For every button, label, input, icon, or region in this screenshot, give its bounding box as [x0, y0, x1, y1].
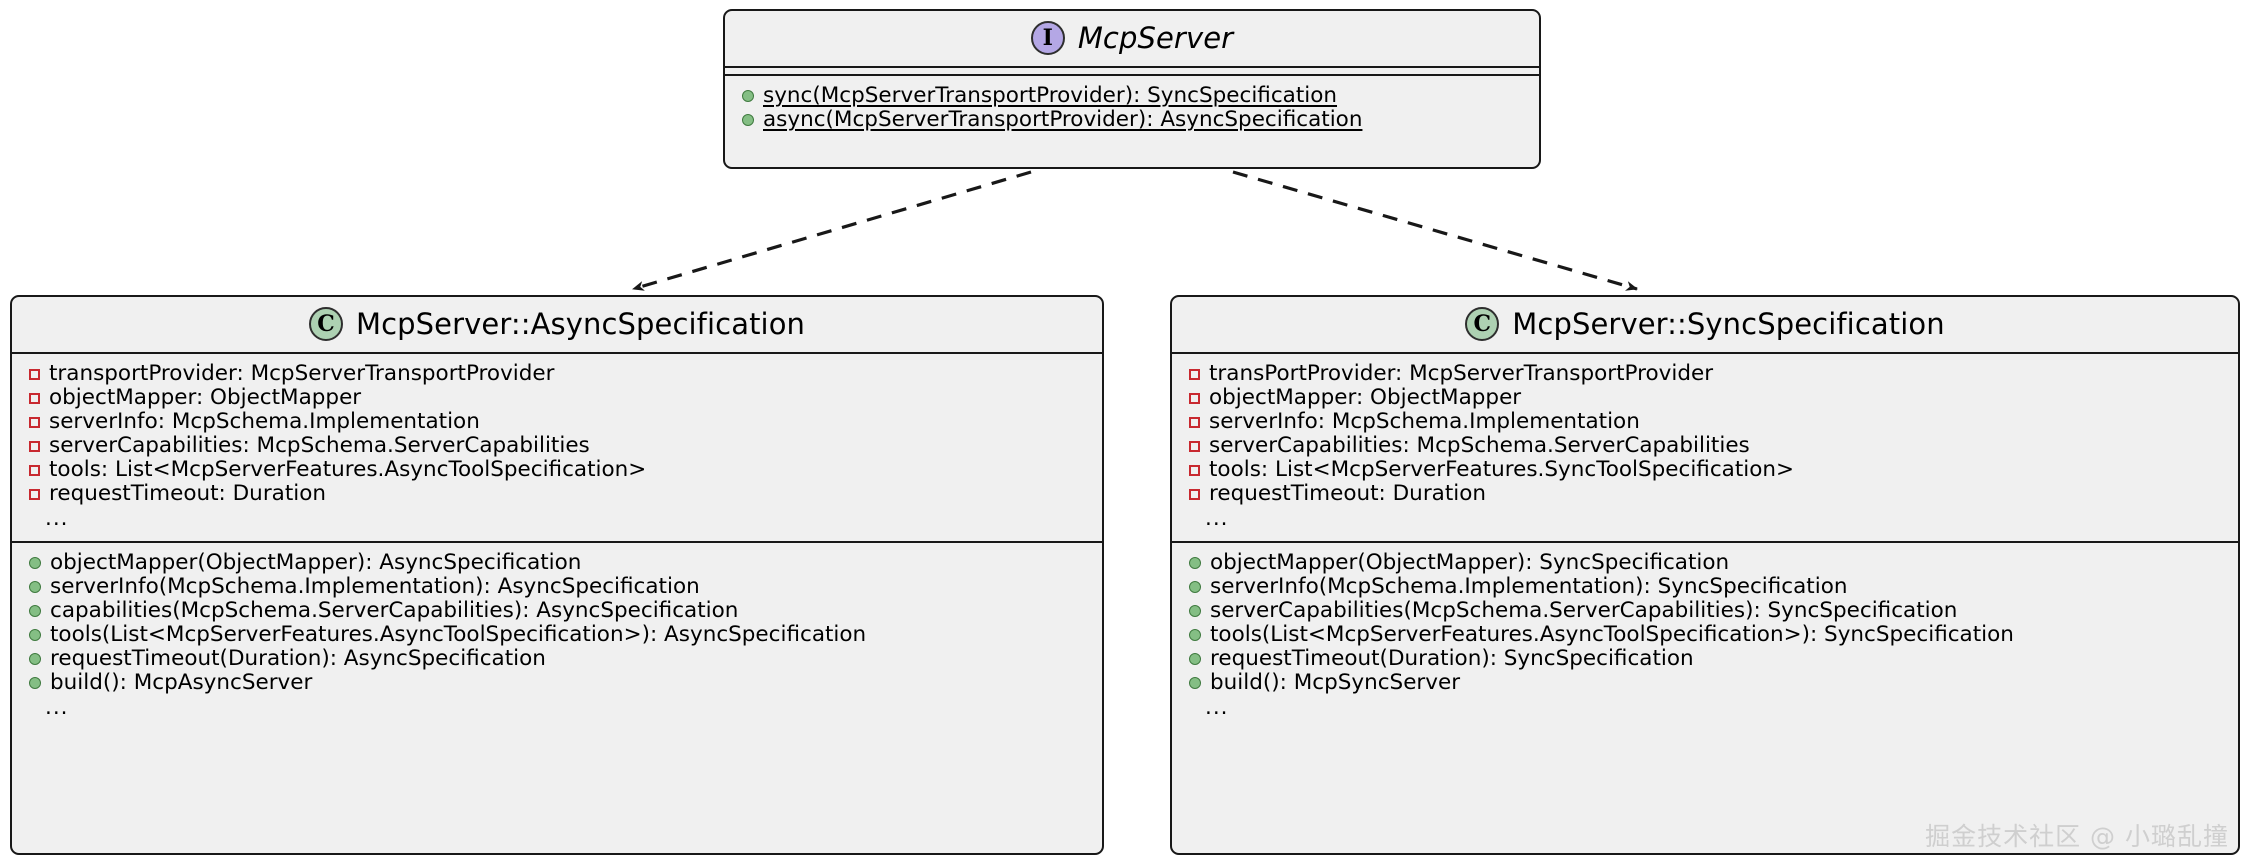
- method-row[interactable]: capabilities(McpSchema.ServerCapabilitie…: [12, 599, 1102, 623]
- method-row[interactable]: serverCapabilities(McpSchema.ServerCapab…: [1172, 599, 2238, 623]
- public-marker-icon: [1189, 653, 1201, 665]
- attribute-row[interactable]: objectMapper: ObjectMapper: [12, 386, 1102, 410]
- attribute-row[interactable]: transportProvider: McpServerTransportPro…: [12, 362, 1102, 386]
- interface-badge-icon: I: [1030, 21, 1065, 55]
- private-marker-icon: [1189, 416, 1200, 428]
- interface-method-sync[interactable]: sync(McpServerTransportProvider): SyncSp…: [725, 84, 1539, 108]
- private-marker-icon: [29, 440, 40, 452]
- edge-interface-to-sync: [1232, 170, 1638, 291]
- public-marker-icon: [742, 90, 754, 102]
- method-row[interactable]: serverInfo(McpSchema.Implementation): Sy…: [1172, 575, 2238, 599]
- method-row[interactable]: build(): McpAsyncServer: [12, 671, 1102, 695]
- attribute-row[interactable]: tools: List<McpServerFeatures.SyncToolSp…: [1172, 458, 2238, 482]
- sync-attributes-compartment: transPortProvider: McpServerTransportPro…: [1172, 354, 2238, 541]
- private-marker-icon: [1189, 440, 1200, 452]
- private-marker-icon: [29, 488, 40, 500]
- attribute-row[interactable]: serverCapabilities: McpSchema.ServerCapa…: [1172, 434, 2238, 458]
- public-marker-icon: [1189, 581, 1201, 593]
- async-attributes-compartment: transportProvider: McpServerTransportPro…: [12, 354, 1102, 541]
- private-marker-icon: [1189, 488, 1200, 500]
- method-row[interactable]: tools(List<McpServerFeatures.AsyncToolSp…: [12, 623, 1102, 647]
- public-marker-icon: [29, 653, 41, 665]
- attributes-divider: [12, 541, 1102, 543]
- methods-overflow-ellipsis: ...: [1205, 695, 1229, 720]
- method-row[interactable]: build(): McpSyncServer: [1172, 671, 2238, 695]
- header-divider: [12, 352, 1102, 354]
- method-row[interactable]: requestTimeout(Duration): AsyncSpecifica…: [12, 647, 1102, 671]
- public-marker-icon: [1189, 677, 1201, 689]
- method-row[interactable]: requestTimeout(Duration): SyncSpecificat…: [1172, 647, 2238, 671]
- public-marker-icon: [1189, 557, 1201, 569]
- private-marker-icon: [1189, 368, 1200, 380]
- private-marker-icon: [29, 464, 40, 476]
- attributes-divider: [1172, 541, 2238, 543]
- attribute-row[interactable]: serverInfo: McpSchema.Implementation: [1172, 410, 2238, 434]
- async-class-title: McpServer::AsyncSpecification: [355, 307, 806, 341]
- attribute-row[interactable]: objectMapper: ObjectMapper: [1172, 386, 2238, 410]
- method-row[interactable]: objectMapper(ObjectMapper): AsyncSpecifi…: [12, 551, 1102, 575]
- method-row[interactable]: serverInfo(McpSchema.Implementation): As…: [12, 575, 1102, 599]
- private-marker-icon: [1189, 392, 1200, 404]
- sync-class-header: C McpServer::SyncSpecification: [1172, 297, 2238, 352]
- private-marker-icon: [1189, 464, 1200, 476]
- interface-title: McpServer: [1077, 21, 1234, 55]
- method-row[interactable]: objectMapper(ObjectMapper): SyncSpecific…: [1172, 551, 2238, 575]
- uml-node-async-specification[interactable]: C McpServer::AsyncSpecification transpor…: [10, 295, 1104, 855]
- public-marker-icon: [29, 605, 41, 617]
- edge-interface-to-async: [632, 170, 1032, 291]
- attributes-divider: [725, 74, 1539, 76]
- header-divider: [725, 66, 1539, 68]
- attributes-overflow-ellipsis: ...: [1205, 506, 1229, 531]
- sync-class-title: McpServer::SyncSpecification: [1512, 307, 1945, 341]
- class-badge-icon: C: [308, 307, 343, 341]
- public-marker-icon: [1189, 605, 1201, 617]
- sync-methods-compartment: objectMapper(ObjectMapper): SyncSpecific…: [1172, 543, 2238, 730]
- attribute-row[interactable]: serverInfo: McpSchema.Implementation: [12, 410, 1102, 434]
- private-marker-icon: [29, 368, 40, 380]
- private-marker-icon: [29, 416, 40, 428]
- attribute-row[interactable]: tools: List<McpServerFeatures.AsyncToolS…: [12, 458, 1102, 482]
- class-badge-icon: C: [1465, 307, 1500, 341]
- header-divider: [1172, 352, 2238, 354]
- attribute-row[interactable]: requestTimeout: Duration: [1172, 482, 2238, 506]
- interface-methods-compartment: sync(McpServerTransportProvider): SyncSp…: [725, 76, 1539, 141]
- attribute-row[interactable]: serverCapabilities: McpSchema.ServerCapa…: [12, 434, 1102, 458]
- attribute-row[interactable]: transPortProvider: McpServerTransportPro…: [1172, 362, 2238, 386]
- attribute-row[interactable]: requestTimeout: Duration: [12, 482, 1102, 506]
- private-marker-icon: [29, 392, 40, 404]
- watermark: 掘金技术社区 @ 小璐乱撞: [1925, 822, 2229, 851]
- uml-node-mcpserver-interface[interactable]: I McpServer sync(McpServerTransportProvi…: [723, 9, 1541, 169]
- public-marker-icon: [29, 581, 41, 593]
- public-marker-icon: [29, 677, 41, 689]
- uml-node-sync-specification[interactable]: C McpServer::SyncSpecification transPort…: [1170, 295, 2240, 855]
- public-marker-icon: [742, 114, 754, 126]
- async-methods-compartment: objectMapper(ObjectMapper): AsyncSpecifi…: [12, 543, 1102, 730]
- interface-method-async[interactable]: async(McpServerTransportProvider): Async…: [725, 108, 1539, 132]
- methods-overflow-ellipsis: ...: [45, 695, 69, 720]
- public-marker-icon: [29, 629, 41, 641]
- method-row[interactable]: tools(List<McpServerFeatures.AsyncToolSp…: [1172, 623, 2238, 647]
- public-marker-icon: [29, 557, 41, 569]
- public-marker-icon: [1189, 629, 1201, 641]
- attributes-overflow-ellipsis: ...: [45, 506, 69, 531]
- async-class-header: C McpServer::AsyncSpecification: [12, 297, 1102, 352]
- interface-header: I McpServer: [725, 11, 1539, 66]
